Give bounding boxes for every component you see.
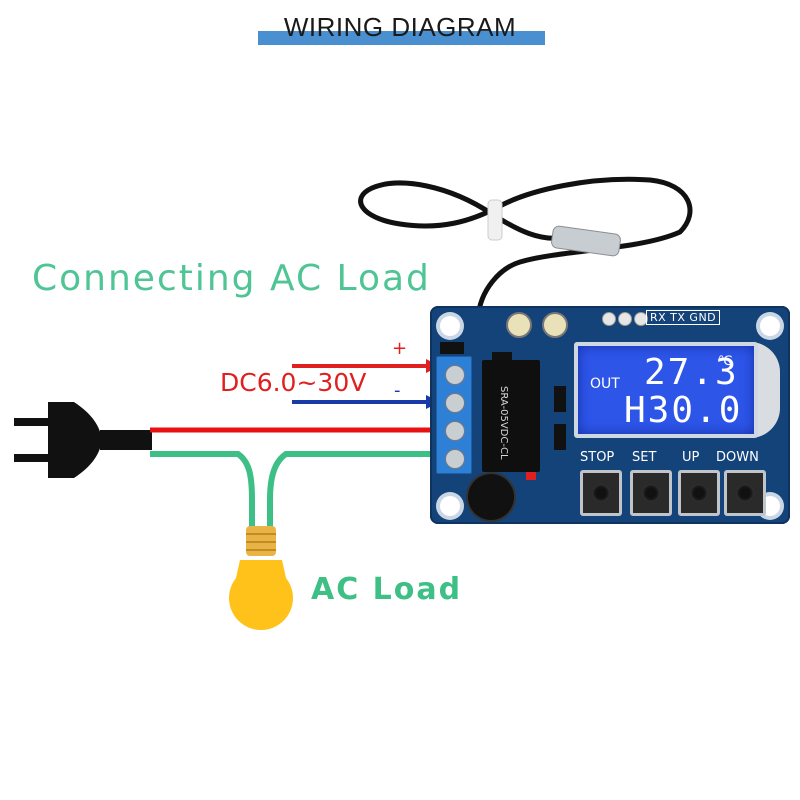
temperature-probe <box>551 225 621 257</box>
mount-hole-top-right <box>760 316 780 336</box>
stop-button[interactable] <box>580 470 622 516</box>
sensor-clip <box>487 199 503 241</box>
negative-terminal-label: - <box>394 380 401 401</box>
lcd-temperature-unit: ℃ <box>718 354 733 369</box>
set-button[interactable] <box>630 470 672 516</box>
mount-hole-bottom-left <box>440 496 460 516</box>
positive-terminal-label: + <box>392 338 408 359</box>
title-underline-bar <box>258 31 545 45</box>
load-wire <box>150 451 255 530</box>
smd-component <box>554 386 566 412</box>
down-button[interactable] <box>724 470 766 516</box>
pin <box>602 312 616 326</box>
relay <box>482 360 540 472</box>
status-led <box>526 472 536 480</box>
connecting-ac-load-heading: Connecting AC Load <box>32 258 431 299</box>
thermostat-controller-board: RX TX GND SRA-05VDC-CL OUT 27.3 ℃ H30.0 … <box>430 306 790 524</box>
down-button-label: DOWN <box>716 450 759 465</box>
up-button[interactable] <box>678 470 720 516</box>
pin <box>618 312 632 326</box>
load-wire-return <box>267 451 444 530</box>
terminal-screw-common <box>445 421 465 441</box>
terminal-screw-output <box>445 449 465 469</box>
set-button-label: SET <box>632 450 657 465</box>
lcd-display: OUT 27.3 ℃ H30.0 <box>574 342 758 438</box>
diagram-title: WIRING DIAGRAM <box>283 12 517 42</box>
relay-label: SRA-05VDC-CL <box>498 386 509 460</box>
regulator-chip <box>440 342 464 354</box>
ac-plug <box>14 402 152 478</box>
lcd-output-indicator: OUT <box>590 376 620 392</box>
capacitor <box>542 312 568 338</box>
dc-supply-label: DC6.0~30V <box>220 368 367 397</box>
smd-component <box>554 424 566 450</box>
serial-pin-header <box>602 312 648 326</box>
buzzer <box>468 474 514 520</box>
terminal-screw-positive <box>445 365 465 385</box>
terminal-screw-negative <box>445 393 465 413</box>
ac-load-label: AC Load <box>311 572 463 607</box>
title-block: WIRING DIAGRAM <box>0 10 800 50</box>
lcd-threshold-readout: H30.0 <box>624 390 743 431</box>
light-bulb <box>229 526 293 630</box>
stop-button-label: STOP <box>580 450 615 465</box>
lcd-temperature-readout: 27.3 <box>644 352 739 393</box>
capacitor <box>506 312 532 338</box>
serial-pin-labels: RX TX GND <box>646 310 721 325</box>
up-button-label: UP <box>682 450 700 465</box>
pin <box>634 312 648 326</box>
screw-terminal-block <box>436 356 472 474</box>
mount-hole-top-left <box>440 316 460 336</box>
